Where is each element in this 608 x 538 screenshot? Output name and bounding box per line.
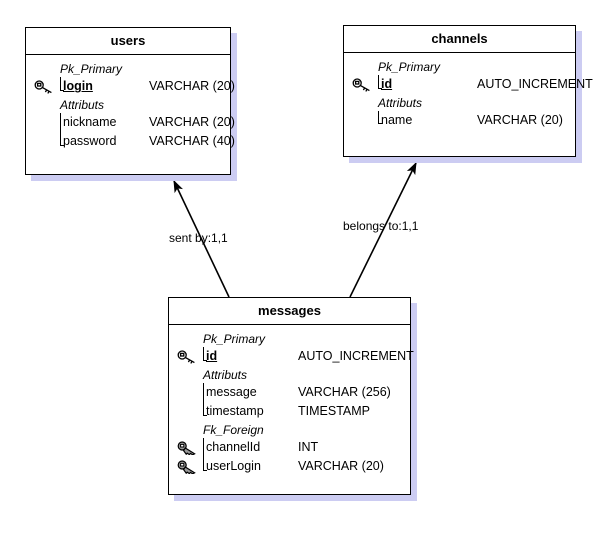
field-name: message bbox=[206, 385, 257, 400]
section-messages-attributes: Attributs message VARCHAR (256) timestam… bbox=[175, 367, 404, 422]
primary-key-icon bbox=[352, 78, 374, 92]
field-row[interactable]: password VARCHAR (40) bbox=[60, 132, 235, 151]
field-list-users-attributes: nickname VARCHAR (20) password VARCHAR (… bbox=[32, 113, 235, 152]
entity-body-channels: Pk_Primary bbox=[344, 53, 593, 138]
field-type: INT bbox=[298, 439, 319, 454]
field-row[interactable]: login VARCHAR (20) bbox=[34, 77, 235, 96]
field-row[interactable]: userLogin VARCHAR (20) bbox=[177, 457, 404, 476]
field-name: channelId bbox=[206, 439, 261, 454]
entity-title-users: users bbox=[26, 28, 230, 56]
field-row[interactable]: id AUTO_INCREMENT bbox=[177, 347, 414, 366]
field-list-messages-foreign: channelId INT bbox=[175, 437, 404, 477]
entity-messages[interactable]: messages Pk_Primary bbox=[168, 297, 414, 495]
field-name: id bbox=[206, 349, 218, 364]
section-users-attributes: Attributs nickname VARCHAR (20) password… bbox=[32, 97, 235, 152]
field-name: userLogin bbox=[206, 459, 261, 474]
field-name: password bbox=[63, 134, 117, 149]
field-name: name bbox=[381, 113, 413, 128]
section-users-primary: Pk_Primary bbox=[32, 61, 235, 97]
field-name: nickname bbox=[63, 115, 117, 130]
relationship-label-sent-by: sent by:1,1 bbox=[169, 231, 228, 245]
entity-body-messages: Pk_Primary bbox=[169, 325, 414, 484]
section-label-fk-foreign: Fk_Foreign bbox=[203, 422, 264, 437]
field-type: TIMESTAMP bbox=[298, 404, 370, 419]
field-name: timestamp bbox=[206, 404, 264, 419]
section-channels-attributes: Attributs name VARCHAR (20) bbox=[350, 95, 569, 131]
section-label-pk-primary: Pk_Primary bbox=[378, 60, 441, 75]
section-label-pk-primary: Pk_Primary bbox=[60, 62, 123, 77]
field-list-users-primary: login VARCHAR (20) bbox=[32, 77, 235, 96]
field-row[interactable]: name VARCHAR (20) bbox=[378, 111, 569, 130]
section-label-attributes: Attributs bbox=[378, 95, 423, 110]
section-label-attributes: Attributs bbox=[60, 97, 105, 112]
foreign-key-icon bbox=[177, 460, 199, 475]
entity-title-channels: channels bbox=[344, 26, 575, 54]
relationship-label-belongs-to: belongs to:1,1 bbox=[343, 219, 419, 233]
field-name: id bbox=[381, 77, 393, 92]
field-type: VARCHAR (20) bbox=[477, 113, 563, 128]
field-list-messages-attributes: message VARCHAR (256) timestamp TIMESTAM… bbox=[175, 383, 404, 422]
entity-body-users: Pk_Primary bbox=[26, 55, 235, 160]
field-list-channels-primary: id AUTO_INCREMENT bbox=[350, 75, 593, 94]
field-list-channels-attributes: name VARCHAR (20) bbox=[350, 111, 569, 130]
entity-channels[interactable]: channels Pk_Primary bbox=[343, 25, 593, 157]
field-name: login bbox=[63, 79, 93, 94]
field-row[interactable]: message VARCHAR (256) bbox=[203, 383, 404, 402]
entity-users[interactable]: users Pk_Primary bbox=[25, 27, 235, 175]
field-row[interactable]: timestamp TIMESTAMP bbox=[203, 402, 404, 421]
section-messages-foreign: Fk_Foreign channelId bbox=[175, 422, 404, 477]
primary-key-icon bbox=[177, 350, 199, 364]
field-type: VARCHAR (20) bbox=[298, 459, 384, 474]
entity-title-messages: messages bbox=[169, 298, 410, 326]
field-list-messages-primary: id AUTO_INCREMENT bbox=[175, 347, 414, 366]
section-label-pk-primary: Pk_Primary bbox=[203, 332, 266, 347]
field-row[interactable]: nickname VARCHAR (20) bbox=[60, 113, 235, 132]
field-type: VARCHAR (20) bbox=[149, 79, 235, 94]
field-type: AUTO_INCREMENT bbox=[298, 349, 414, 364]
section-label-attributes: Attributs bbox=[203, 367, 248, 382]
field-type: AUTO_INCREMENT bbox=[477, 77, 593, 92]
foreign-key-icon bbox=[177, 441, 199, 455]
field-row[interactable]: id AUTO_INCREMENT bbox=[352, 75, 593, 94]
primary-key-icon bbox=[34, 80, 56, 94]
section-channels-primary: Pk_Primary bbox=[350, 59, 593, 95]
section-messages-primary: Pk_Primary bbox=[175, 331, 414, 367]
field-row[interactable]: channelId INT bbox=[177, 438, 404, 457]
field-type: VARCHAR (40) bbox=[149, 134, 235, 149]
field-type: VARCHAR (20) bbox=[149, 115, 235, 130]
field-type: VARCHAR (256) bbox=[298, 385, 391, 400]
